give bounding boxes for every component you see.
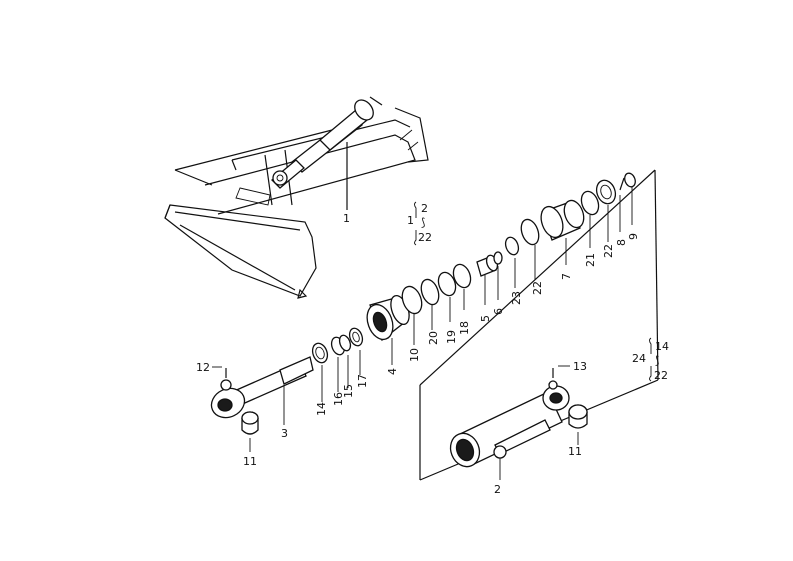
callout-21: 21 — [584, 253, 597, 267]
bushing-right — [568, 404, 588, 429]
callout-22-upper: 22 — [602, 244, 615, 258]
group-1-bracket: 1 2 ⟆ 22 — [407, 201, 432, 246]
callout-10: 10 — [408, 348, 421, 362]
piston-parts — [476, 236, 520, 277]
callout-4: 4 — [386, 368, 399, 375]
callout-8: 8 — [615, 239, 628, 246]
group-24-sep: ⟆ — [655, 354, 659, 367]
callout-7: 7 — [560, 273, 573, 280]
bushing-left — [241, 411, 259, 435]
callout-19: 19 — [445, 330, 458, 344]
mounted-cylinder — [271, 96, 383, 210]
callout-13: 13 — [573, 360, 587, 373]
group-1-to: 22 — [418, 231, 432, 244]
group-24-from: 14 — [655, 340, 669, 353]
piston — [520, 172, 636, 246]
callout-9: 9 — [627, 233, 640, 240]
callout-12: 12 — [196, 361, 210, 374]
callout-11-left: 11 — [243, 455, 257, 468]
seal-rings — [401, 263, 472, 315]
leader-lines — [212, 187, 633, 480]
group-24-to: 22 — [654, 369, 668, 382]
callout-16: 16 — [332, 392, 345, 406]
vehicle-frame — [164, 107, 429, 299]
callout-1: 1 — [343, 212, 350, 225]
callout-17: 17 — [356, 374, 369, 388]
callout-22-lower: 22 — [531, 281, 544, 295]
cylinder-body — [449, 368, 570, 468]
callout-labels: 1 12 3 11 14 16 15 17 4 10 20 19 18 5 6 … — [196, 212, 640, 496]
callout-14: 14 — [315, 402, 328, 416]
callout-11-right: 11 — [568, 445, 582, 458]
callout-23: 23 — [510, 291, 523, 305]
group-1-from: 2 — [421, 202, 428, 215]
group-24-ref: 24 — [632, 352, 646, 365]
callout-5: 5 — [479, 315, 492, 322]
callout-15: 15 — [342, 384, 355, 398]
callout-3: 3 — [281, 427, 288, 440]
gland — [366, 294, 410, 342]
piston-rod — [210, 356, 314, 419]
callout-6: 6 — [492, 308, 505, 315]
callout-2: 2 — [494, 483, 501, 496]
callout-20: 20 — [427, 331, 440, 345]
group-24-bracket: 24 14 ⟆ 22 — [632, 337, 669, 382]
rod-seals — [311, 327, 364, 364]
group-1-ref: 1 — [407, 214, 414, 227]
callout-18: 18 — [458, 321, 471, 335]
group-1-sep: ⟆ — [421, 216, 425, 229]
